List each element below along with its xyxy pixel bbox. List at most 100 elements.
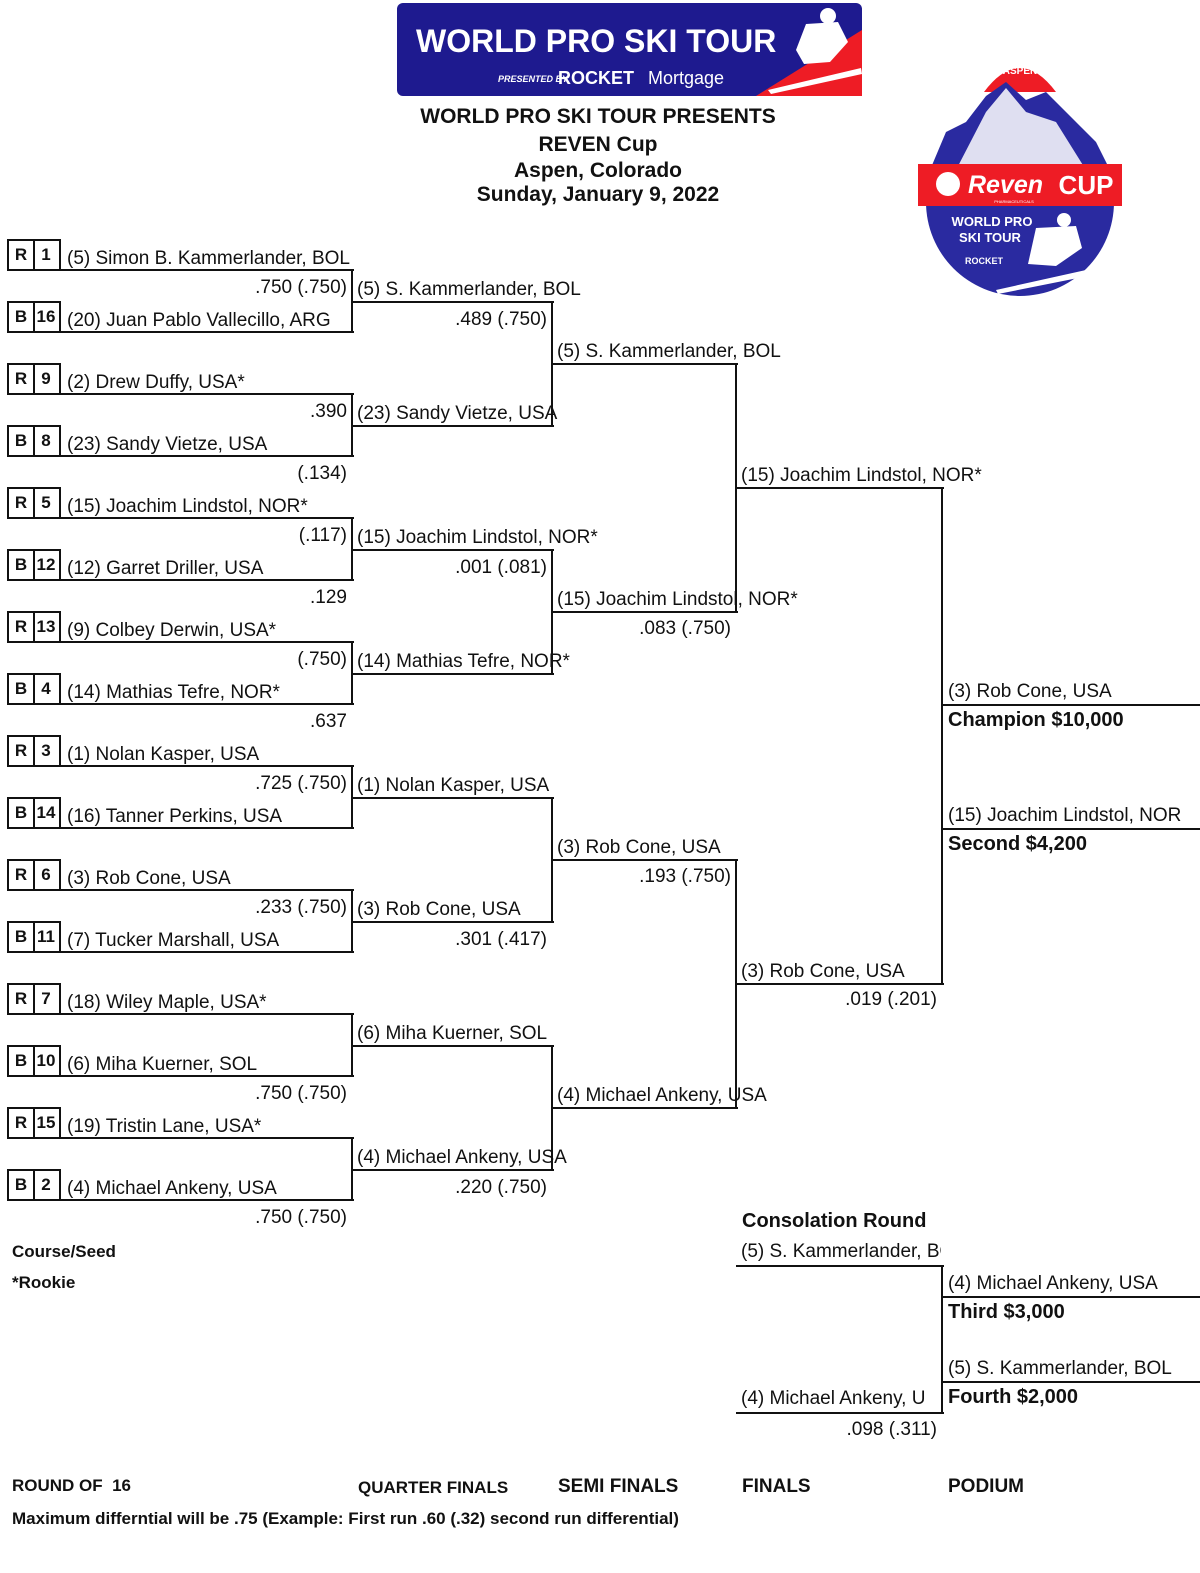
event-name: REVEN Cup xyxy=(538,133,658,156)
bracket-connector xyxy=(941,1265,943,1414)
podium-name: (3) Rob Cone, USA xyxy=(948,681,1112,702)
course-box: B xyxy=(7,1045,35,1077)
podium-name: (15) Joachim Lindstol, NOR xyxy=(948,805,1182,826)
semifinal-name: (15) Joachim Lindstol, NOR* xyxy=(557,589,798,610)
event-date: Sunday, January 9, 2022 xyxy=(476,183,720,206)
quarterfinal-name: (14) Mathias Tefre, NOR* xyxy=(357,651,570,672)
bracket-line xyxy=(552,859,738,861)
run-score: (.117) xyxy=(298,525,347,546)
course-box: R xyxy=(7,735,35,767)
course-box: R xyxy=(7,487,35,519)
bracket-line xyxy=(352,301,554,303)
entrant-name: (6) Miha Kuerner, SOL xyxy=(67,1054,258,1075)
run-score: .750 (.750) xyxy=(255,277,347,298)
entrant-name: (5) Simon B. Kammerlander, BOL xyxy=(67,248,350,269)
course-box: B xyxy=(7,425,35,457)
course-box: B xyxy=(7,797,35,829)
seed-box: 14 xyxy=(33,797,61,829)
svg-text:ROCKET: ROCKET xyxy=(965,256,1004,266)
quarterfinal-name: (15) Joachim Lindstol, NOR* xyxy=(357,527,598,548)
course-box: R xyxy=(7,363,35,395)
course-box: R xyxy=(7,983,35,1015)
svg-text:PHARMACEUTICALS: PHARMACEUTICALS xyxy=(994,199,1034,204)
entrant-name: (2) Drew Duffy, USA* xyxy=(67,372,245,393)
seed-box: 5 xyxy=(33,487,61,519)
bracket-line xyxy=(8,1137,354,1139)
semifinal-name: (3) Rob Cone, USA xyxy=(557,837,721,858)
bracket-line xyxy=(8,703,354,705)
bracket-line xyxy=(8,641,354,643)
run-score: .083 (.750) xyxy=(639,618,731,639)
run-score: .233 (.750) xyxy=(255,897,347,918)
seed-box: 4 xyxy=(33,673,61,705)
bracket-line xyxy=(736,983,944,985)
entrant-name: (20) Juan Pablo Vallecillo, ARG xyxy=(67,310,331,331)
round-label-r16: ROUND OF 16 xyxy=(12,1476,132,1495)
bracket-line xyxy=(8,393,354,395)
bracket-line xyxy=(942,828,1200,830)
bracket-line xyxy=(8,455,354,457)
bracket-line xyxy=(552,1107,738,1109)
entrant-name: (3) Rob Cone, USA xyxy=(67,868,231,889)
svg-text:ASPEN: ASPEN xyxy=(1003,66,1037,77)
differential-note: Maximum differntial will be .75 (Example… xyxy=(12,1509,679,1528)
podium-prize: Second $4,200 xyxy=(948,833,1087,855)
svg-text:WORLD PRO: WORLD PRO xyxy=(952,214,1033,229)
quarterfinal-name: (3) Rob Cone, USA xyxy=(357,899,521,920)
bracket-line xyxy=(942,1296,1200,1298)
run-score: (.750) xyxy=(297,649,347,670)
quarterfinal-name: (4) Michael Ankeny, USA xyxy=(357,1147,567,1168)
course-box: R xyxy=(7,611,35,643)
semifinal-name: (5) S. Kammerlander, BOL xyxy=(557,341,781,362)
course-box: R xyxy=(7,1107,35,1139)
run-score: .301 (.417) xyxy=(455,929,547,950)
course-box: B xyxy=(7,301,35,333)
seed-box: 8 xyxy=(33,425,61,457)
bracket-line xyxy=(552,363,738,365)
seed-box: 6 xyxy=(33,859,61,891)
header-title: WORLD PRO SKI TOUR PRESENTS xyxy=(420,105,776,128)
entrant-name: (18) Wiley Maple, USA* xyxy=(67,992,267,1013)
consolation-name: (5) S. Kammerlander, BOL xyxy=(741,1241,941,1262)
world-pro-ski-tour-logo: WORLD PRO SKI TOUR PRESENTED BY ROCKET M… xyxy=(397,3,862,96)
run-score: .220 (.750) xyxy=(455,1177,547,1198)
bracket-line xyxy=(352,549,554,551)
bracket-line xyxy=(352,1169,554,1171)
bracket-line xyxy=(8,331,354,333)
bracket-line xyxy=(352,921,554,923)
event-location: Aspen, Colorado xyxy=(513,159,682,182)
reven-cup-badge-logo: ASPEN Reven CUP PHARMACEUTICALS WORLD PR… xyxy=(918,66,1122,296)
entrant-name: (7) Tucker Marshall, USA xyxy=(67,930,280,951)
run-score: .193 (.750) xyxy=(639,866,731,887)
seed-box: 10 xyxy=(33,1045,61,1077)
seed-box: 9 xyxy=(33,363,61,395)
course-box: B xyxy=(7,549,35,581)
run-score: .725 (.750) xyxy=(255,773,347,794)
seed-box: 16 xyxy=(33,301,61,333)
bracket-line xyxy=(352,1045,554,1047)
seed-box: 7 xyxy=(33,983,61,1015)
run-score: .637 xyxy=(310,711,347,732)
bracket-line xyxy=(352,425,554,427)
bracket-line xyxy=(736,1265,944,1267)
quarterfinal-name: (1) Nolan Kasper, USA xyxy=(357,775,550,796)
quarterfinal-name: (23) Sandy Vietze, USA xyxy=(357,403,558,424)
skier-icon xyxy=(768,8,862,94)
seed-box: 1 xyxy=(33,239,61,271)
course-box: R xyxy=(7,239,35,271)
podium-name: (5) S. Kammerlander, BOL xyxy=(948,1358,1172,1379)
bracket-line xyxy=(8,765,354,767)
entrant-name: (16) Tanner Perkins, USA xyxy=(67,806,283,827)
podium-prize: Third $3,000 xyxy=(948,1301,1065,1323)
run-score: .750 (.750) xyxy=(255,1083,347,1104)
bracket-connector xyxy=(941,487,943,985)
quarterfinal-name: (6) Miha Kuerner, SOL xyxy=(357,1023,548,1044)
entrant-name: (19) Tristin Lane, USA* xyxy=(67,1116,262,1137)
consolation-name: (4) Michael Ankeny, U xyxy=(741,1388,926,1409)
course-box: R xyxy=(7,859,35,891)
run-score: .001 (.081) xyxy=(455,557,547,578)
round-label-podium: PODIUM xyxy=(948,1476,1024,1497)
entrant-name: (4) Michael Ankeny, USA xyxy=(67,1178,277,1199)
final-name: (15) Joachim Lindstol, NOR* xyxy=(741,465,982,486)
round-label-finals: FINALS xyxy=(742,1476,811,1497)
